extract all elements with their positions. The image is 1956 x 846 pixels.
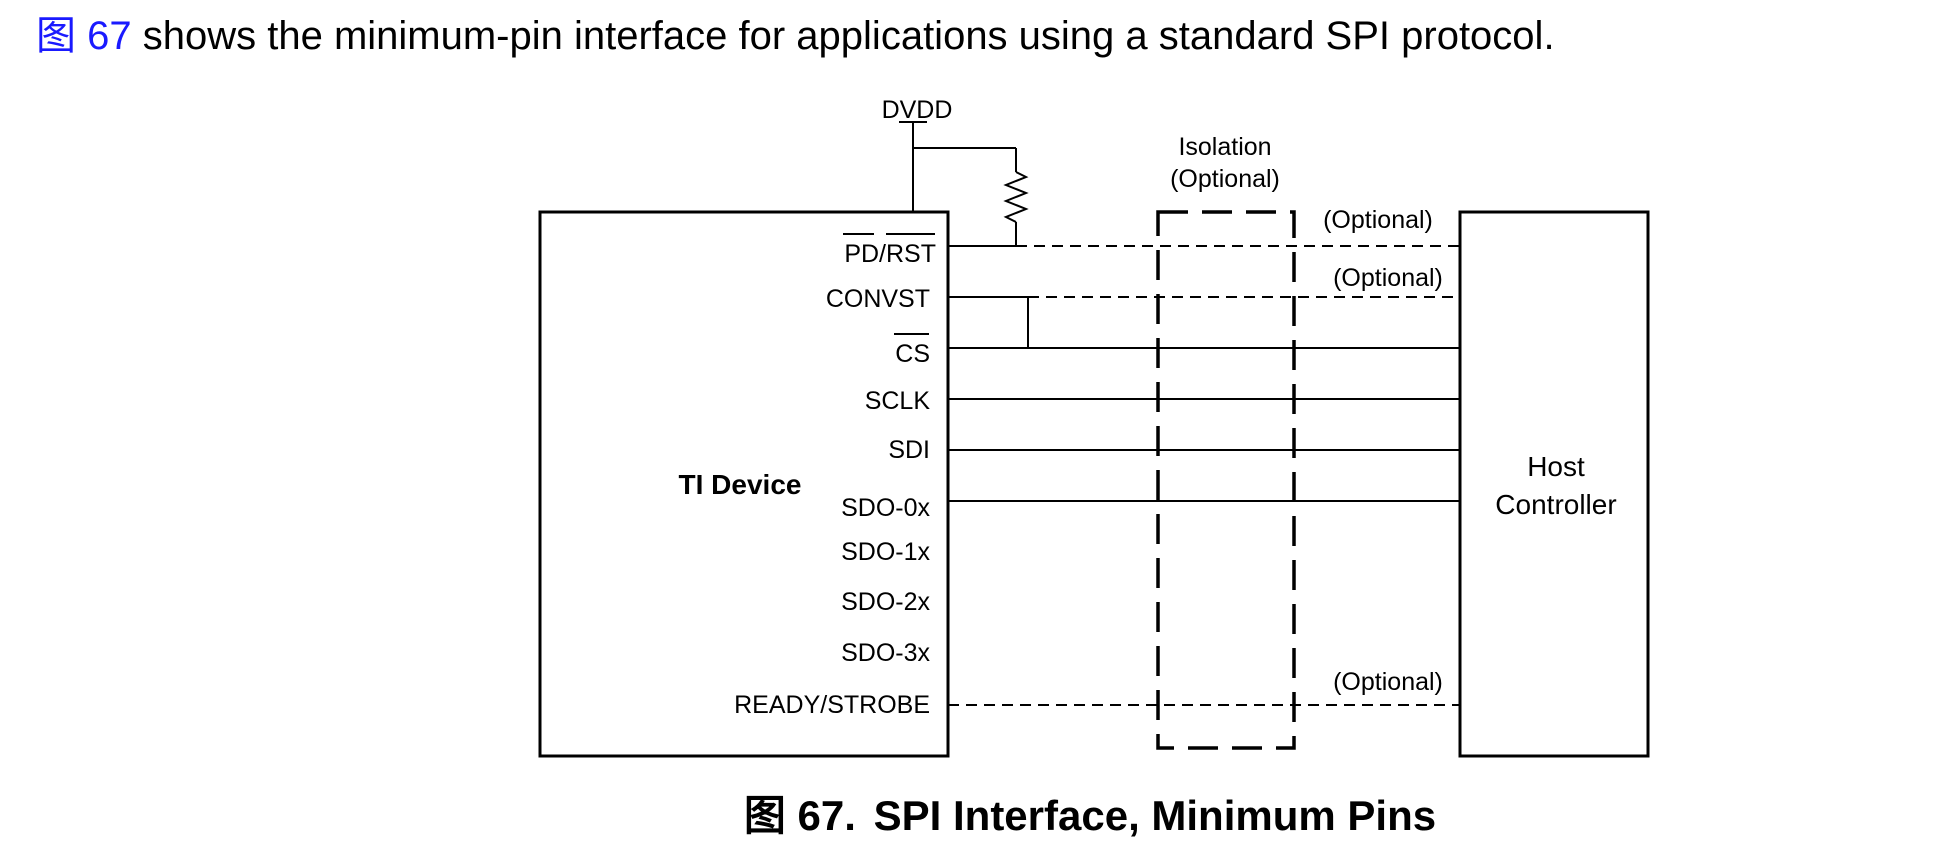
pin-sclk-label: SCLK [865, 387, 931, 415]
pin-sdi-label: SDI [888, 436, 930, 464]
pullup-resistor [1003, 171, 1029, 223]
slash-text: / [879, 240, 886, 268]
controller-label: Controller [1495, 489, 1616, 520]
pd-text: PD [844, 240, 879, 268]
host-controller-block [1458, 210, 1650, 758]
pin-sdo-3x-label: SDO-3x [841, 639, 930, 667]
dvdd-label: DVDD [882, 96, 953, 124]
caption-title: SPI Interface, Minimum Pins [873, 792, 1437, 839]
pin-sdo-2x-label: SDO-2x [841, 588, 930, 616]
intro-paragraph: 图 67 shows the minimum-pin interface for… [36, 8, 1555, 64]
optional-label-convst: (Optional) [1333, 264, 1443, 292]
pin-ready-strobe-label: READY/STROBE [734, 691, 930, 719]
isolation-label: Isolation [1178, 133, 1271, 161]
pin-convst-label: CONVST [826, 285, 930, 313]
isolation-optional-label: (Optional) [1170, 165, 1280, 193]
intro-text: shows the minimum-pin interface for appl… [142, 14, 1555, 58]
pin-sdo-0x-label: SDO-0x [841, 494, 930, 522]
optional-label-pd-rst: (Optional) [1323, 206, 1433, 234]
host-label: Host [1527, 451, 1585, 482]
ti-device-block [538, 210, 950, 758]
pin-pd-rst-label: PD/RST [844, 240, 936, 268]
isolation-barrier [1156, 210, 1296, 750]
figure-caption: 图 67. SPI Interface, Minimum Pins [0, 788, 1956, 844]
pin-cs-label: CS [895, 340, 930, 368]
caption-number: 图 67. [743, 792, 856, 839]
figure-reference-link[interactable]: 图 67 [36, 14, 132, 58]
rst-text: RST [886, 240, 936, 268]
ti-device-label: TI Device [679, 469, 802, 500]
pin-sdo-1x-label: SDO-1x [841, 538, 930, 566]
optional-label-ready: (Optional) [1333, 668, 1443, 696]
